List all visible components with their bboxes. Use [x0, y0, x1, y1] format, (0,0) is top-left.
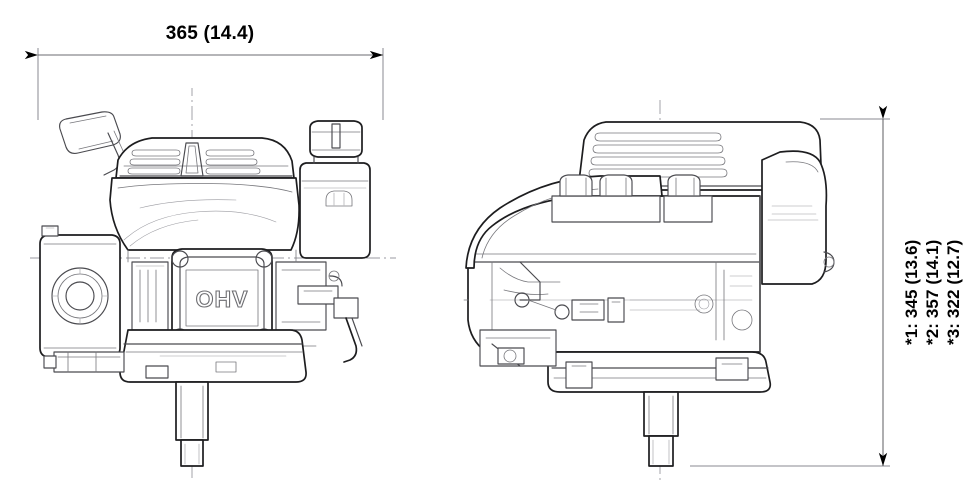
crankcase: [43, 329, 307, 383]
muffler: [761, 150, 835, 285]
output-shaft-left: [175, 381, 209, 467]
cover-louvers-left: [127, 149, 181, 175]
vertical-dimension-label-2: *2: 357 (14.1): [923, 240, 942, 345]
horizontal-dimension-label: 365 (14.4): [166, 23, 255, 44]
cooling-fins: [131, 261, 169, 331]
front-top-cover: [577, 121, 823, 191]
front-cover-louvers: [588, 132, 728, 178]
engine-front-view: [463, 100, 835, 480]
internal-linkage: [491, 261, 753, 341]
blower-housing: [109, 177, 300, 251]
cover-louvers-right: [205, 149, 261, 175]
horizontal-dimension: 365 (14.4): [24, 23, 384, 120]
vertical-dimension-label-1: *1: 345 (13.6): [902, 240, 921, 345]
output-shaft-right: [643, 391, 679, 467]
crankcase-base-front: [479, 329, 772, 393]
ohv-logo-text: OHV: [196, 286, 249, 312]
rocker-arm-assembly: [551, 174, 713, 223]
engine-top-cover: [115, 137, 295, 179]
engine-side-view: OHV: [30, 88, 396, 478]
vertical-dimension-label-3: *3: 322 (12.7): [944, 240, 963, 345]
throttle-control-lever: [333, 297, 363, 363]
fuel-tank: [299, 120, 371, 259]
recoil-starter-handle: [59, 111, 125, 176]
air-cleaner-box: [39, 225, 121, 358]
carburetor-assembly: [275, 261, 363, 363]
vertical-dimension: *1: 345 (13.6) *2: 357 (14.1) *3: 322 (1…: [690, 105, 963, 467]
fuel-tank-cap: [309, 120, 363, 164]
